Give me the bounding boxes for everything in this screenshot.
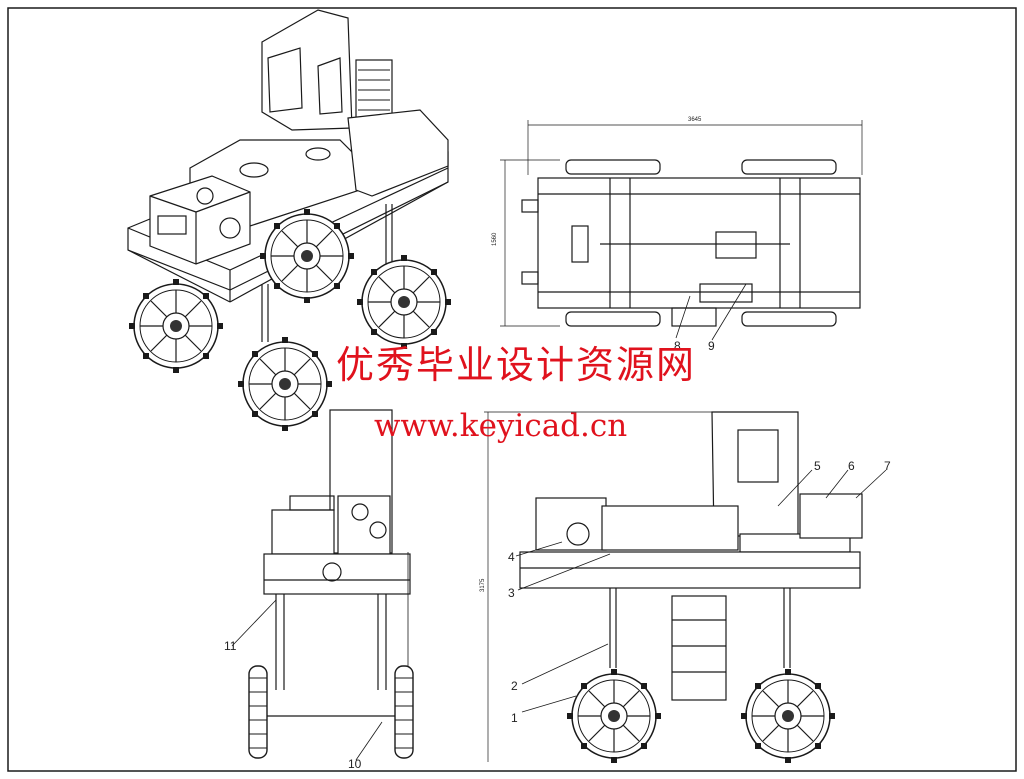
front-right-tire <box>394 665 414 759</box>
iso-front-right-wheel <box>237 336 333 432</box>
side-front-wheel <box>740 668 836 764</box>
top-view <box>500 120 863 341</box>
sheet-border <box>7 7 1017 772</box>
part-label-3: 3 <box>508 586 515 600</box>
side-rear-wheel <box>566 668 662 764</box>
top-width-dimension: 1560 <box>492 232 498 246</box>
part-label-9: 9 <box>708 339 715 353</box>
part-label-5: 5 <box>814 459 821 473</box>
part-label-8: 8 <box>674 339 681 353</box>
part-label-11: 11 <box>224 639 237 653</box>
part-label-10: 10 <box>348 757 362 771</box>
part-label-6: 6 <box>848 459 855 473</box>
part-label-1: 1 <box>511 711 518 725</box>
front-left-tire <box>248 665 268 759</box>
iso-rear-left-wheel <box>259 208 355 304</box>
side-view <box>484 411 887 762</box>
side-height-dimension: 3175 <box>480 578 486 592</box>
part-label-7: 7 <box>884 459 891 473</box>
part-label-2: 2 <box>511 679 518 693</box>
top-length-dimension: 3645 <box>688 117 702 123</box>
part-label-4: 4 <box>508 550 515 564</box>
watermark-site-name: 优秀毕业设计资源网 <box>336 343 697 387</box>
front-view <box>231 409 411 761</box>
isometric-view <box>127 9 449 342</box>
iso-front-left-wheel <box>128 278 224 374</box>
watermark-url[interactable]: www.keyicad.cn <box>374 408 628 444</box>
